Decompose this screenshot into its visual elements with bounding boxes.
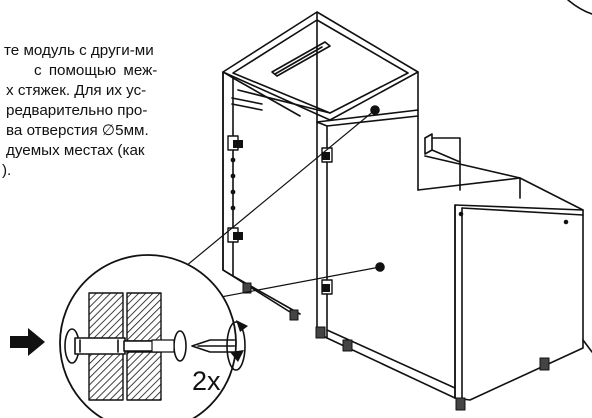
detail-circle <box>59 254 248 418</box>
instruction-line-3: х стяжек. Для их ус- <box>6 82 147 99</box>
instruction-line-2: с помощью меж- <box>34 62 158 79</box>
screwdriver-icon <box>191 339 235 353</box>
right-cabinet <box>315 109 592 411</box>
instruction-line-4: редварительно про- <box>6 102 148 119</box>
left-cabinet <box>222 11 419 321</box>
instruction-line-5: ва отверстия ∅5мм. <box>6 122 149 139</box>
instruction-line-7: ). <box>2 162 12 179</box>
quantity-multiplier: 2x <box>192 366 221 396</box>
connector-screw-icon <box>64 328 187 364</box>
instruction-line-1: те модуль с други-ми <box>4 42 154 59</box>
push-arrow-icon <box>10 328 45 356</box>
instruction-line-6: дуемых местах (как <box>6 142 145 159</box>
rotate-arrow-icon <box>226 320 248 371</box>
page-corner-arc <box>567 0 592 15</box>
